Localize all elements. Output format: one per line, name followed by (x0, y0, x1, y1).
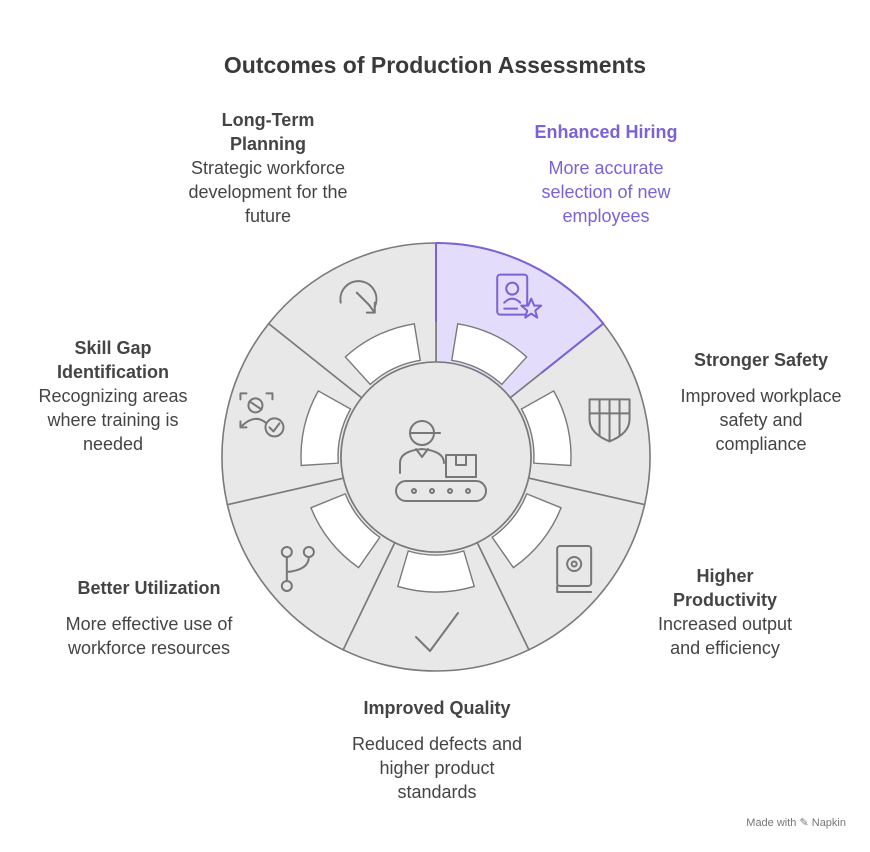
segment-higher-productivity (476, 477, 646, 651)
checkmark-icon (415, 612, 459, 652)
label-skill-gap-identification: Skill Gap Identification Recognizing are… (22, 336, 204, 456)
label-description: Increased output and efficiency (657, 614, 793, 658)
label-title: Better Utilization (77, 578, 221, 598)
segment-notch (520, 389, 572, 467)
label-title: Higher Productivity (672, 566, 778, 610)
shield-icon (588, 398, 631, 443)
segment-notch (491, 492, 562, 569)
segment-better-utilization (226, 477, 396, 651)
napkin-watermark: Made with ✎ Napkin (746, 817, 846, 829)
label-long-term-planning: Long-Term Planning Strategic workforce d… (188, 108, 348, 228)
segment-improved-quality (342, 541, 530, 672)
label-description: Improved workplace safety and compliance (680, 386, 842, 454)
segment-notch (396, 550, 476, 593)
label-title: Enhanced Hiring (534, 122, 678, 142)
segment-notch (450, 322, 528, 386)
label-description: Strategic workforce development for the … (188, 158, 348, 226)
segment-skill-gap-identification (221, 322, 363, 506)
segment-notch (300, 389, 352, 467)
highlight-border (435, 242, 605, 374)
label-better-utilization: Better Utilization More effective use of… (60, 576, 238, 660)
center-hub (340, 361, 532, 553)
label-description: Reduced defects and higher product stand… (351, 734, 523, 802)
branch-nodes-icon (280, 545, 315, 592)
label-description: More accurate selection of new employees (541, 158, 671, 226)
rotate-arrow-icon (339, 280, 378, 314)
segment-stronger-safety (509, 322, 651, 506)
person-check-icon (239, 392, 285, 438)
label-title: Skill Gap Identification (57, 338, 169, 382)
diagram-title: Outcomes of Production Assessments (223, 52, 647, 78)
label-higher-productivity: Higher Productivity Increased output and… (646, 564, 804, 660)
label-improved-quality: Improved Quality Reduced defects and hig… (342, 696, 532, 804)
label-description: More effective use of workforce resource… (65, 614, 233, 658)
label-stronger-safety: Stronger Safety Improved workplace safet… (672, 348, 850, 456)
segment-notch (344, 322, 422, 386)
segment-notch (310, 492, 381, 569)
label-title: Improved Quality (363, 698, 511, 718)
gear-book-icon (556, 544, 593, 593)
worker-conveyor-icon (395, 420, 487, 502)
label-title: Long-Term Planning (221, 110, 315, 154)
label-title: Stronger Safety (693, 350, 829, 370)
label-description: Recognizing areas where training is need… (38, 386, 188, 454)
resume-star-icon (496, 273, 543, 319)
label-enhanced-hiring: Enhanced Hiring More accurate selection … (515, 120, 697, 228)
